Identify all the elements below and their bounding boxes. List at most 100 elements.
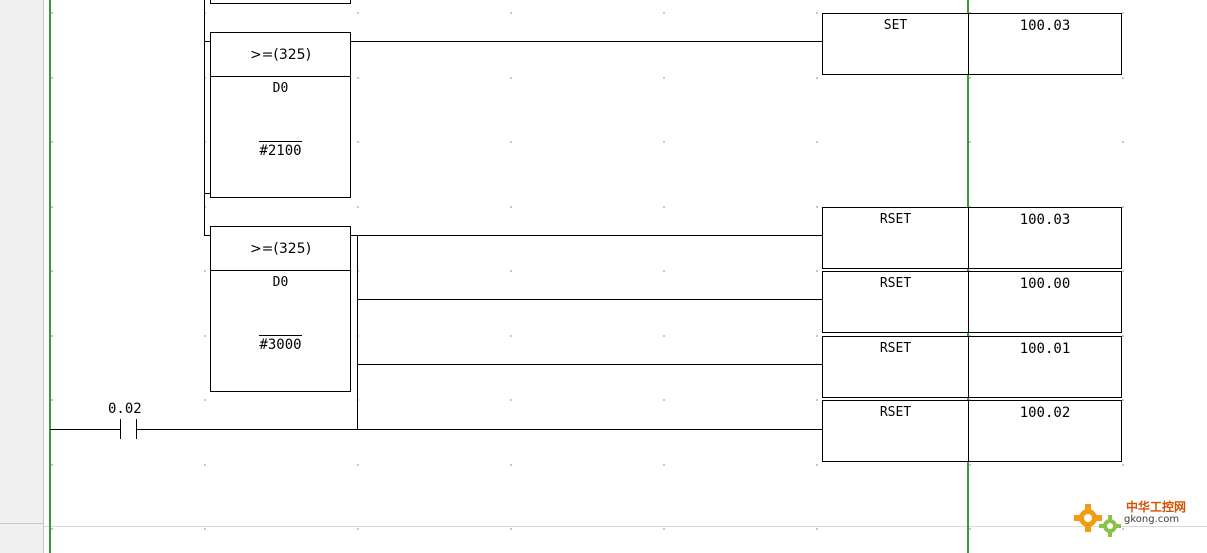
grid-dot — [663, 464, 665, 466]
branch-wire — [204, 235, 211, 236]
grid-dot — [204, 270, 206, 272]
grid-dot — [663, 141, 665, 143]
grid-dot — [510, 399, 512, 401]
rung-wire — [50, 429, 120, 430]
branch-wire — [204, 41, 211, 42]
grid-dot — [663, 77, 665, 79]
left-power-rail — [49, 0, 51, 553]
grid-dot — [816, 464, 818, 466]
grid-dot — [204, 528, 206, 530]
grid-dot — [816, 528, 818, 530]
grid-dot — [969, 141, 971, 143]
grid-dot — [357, 77, 359, 79]
grid-dot — [51, 270, 53, 272]
grid-dot — [510, 528, 512, 530]
grid-dot — [51, 141, 53, 143]
rung-wire — [136, 429, 823, 430]
compare-instruction: >=(325) — [211, 33, 350, 77]
output-instruction-block[interactable]: RSET 100.03 — [822, 207, 1122, 269]
output-operand: 100.03 — [1019, 212, 1071, 228]
branch-bus-left — [204, 0, 205, 235]
watermark-brand: 中华工控网 — [1126, 500, 1187, 514]
grid-dot — [204, 464, 206, 466]
compare-constant: #2100 — [259, 141, 302, 159]
grid-dot — [357, 206, 359, 208]
compare-operand: D0 — [272, 275, 289, 290]
grid-dot — [357, 12, 359, 14]
output-instruction-block[interactable]: RSET 100.00 — [822, 271, 1122, 333]
grid-dot — [357, 270, 359, 272]
output-instruction: RSET — [879, 276, 912, 291]
output-divider — [968, 272, 969, 332]
output-instruction-block[interactable]: SET 100.03 — [822, 13, 1122, 75]
compare-operand: D0 — [272, 81, 289, 96]
previous-compare-block[interactable] — [210, 0, 351, 4]
watermark-domain: gkong.com — [1124, 514, 1180, 525]
grid-dot — [204, 335, 206, 337]
grid-dot — [204, 206, 206, 208]
grid-dot — [1122, 77, 1124, 79]
grid-dot — [816, 141, 818, 143]
grid-dot — [816, 206, 818, 208]
grid-dot — [204, 77, 206, 79]
grid-dot — [663, 399, 665, 401]
grid-dot — [510, 206, 512, 208]
output-divider — [968, 14, 969, 74]
grid-dot — [1122, 270, 1124, 272]
output-divider — [968, 337, 969, 397]
grid-dot — [816, 12, 818, 14]
grid-dot — [510, 335, 512, 337]
rung-number-gutter[interactable] — [0, 0, 44, 553]
gear-icon — [1074, 504, 1121, 537]
grid-dot — [51, 464, 53, 466]
grid-dot — [204, 399, 206, 401]
grid-dot — [510, 77, 512, 79]
output-instruction: SET — [883, 18, 908, 33]
output-divider — [968, 208, 969, 268]
grid-dot — [51, 335, 53, 337]
grid-dot — [510, 270, 512, 272]
grid-dot — [1122, 335, 1124, 337]
grid-dot — [357, 335, 359, 337]
rung-separator — [44, 526, 1207, 527]
grid-dot — [1122, 464, 1124, 466]
branch-wire — [204, 193, 211, 194]
grid-dot — [816, 270, 818, 272]
grid-dot — [816, 335, 818, 337]
grid-dot — [663, 270, 665, 272]
grid-dot — [969, 464, 971, 466]
grid-dot — [1122, 12, 1124, 14]
grid-dot — [357, 141, 359, 143]
output-wire — [351, 41, 823, 42]
output-instruction-block[interactable]: RSET 100.02 — [822, 400, 1122, 462]
compare-block-2[interactable]: >=(325) D0 #3000 — [210, 226, 351, 392]
output-wire — [351, 235, 823, 236]
output-divider — [968, 401, 969, 461]
grid-dot — [1122, 206, 1124, 208]
grid-dot — [51, 77, 53, 79]
grid-dot — [1122, 141, 1124, 143]
grid-dot — [663, 206, 665, 208]
grid-dot — [969, 77, 971, 79]
grid-dot — [816, 77, 818, 79]
grid-dot — [663, 528, 665, 530]
output-instruction: RSET — [879, 212, 912, 227]
output-wire — [357, 299, 823, 300]
output-instruction: RSET — [879, 341, 912, 356]
compare-block-1[interactable]: >=(325) D0 #2100 — [210, 32, 351, 198]
contact-left-bar — [120, 419, 121, 439]
compare-instruction: >=(325) — [211, 227, 350, 271]
grid-dot — [51, 528, 53, 530]
output-branch-bus — [357, 235, 358, 429]
grid-dot — [510, 141, 512, 143]
grid-dot — [357, 464, 359, 466]
grid-dot — [1122, 528, 1124, 530]
contact-address[interactable]: 0.02 — [108, 401, 142, 417]
output-instruction-block[interactable]: RSET 100.01 — [822, 336, 1122, 398]
rung-separator — [0, 523, 43, 524]
compare-constant: #3000 — [259, 335, 302, 353]
grid-dot — [204, 141, 206, 143]
grid-dot — [51, 206, 53, 208]
output-operand: 100.00 — [1019, 276, 1071, 292]
